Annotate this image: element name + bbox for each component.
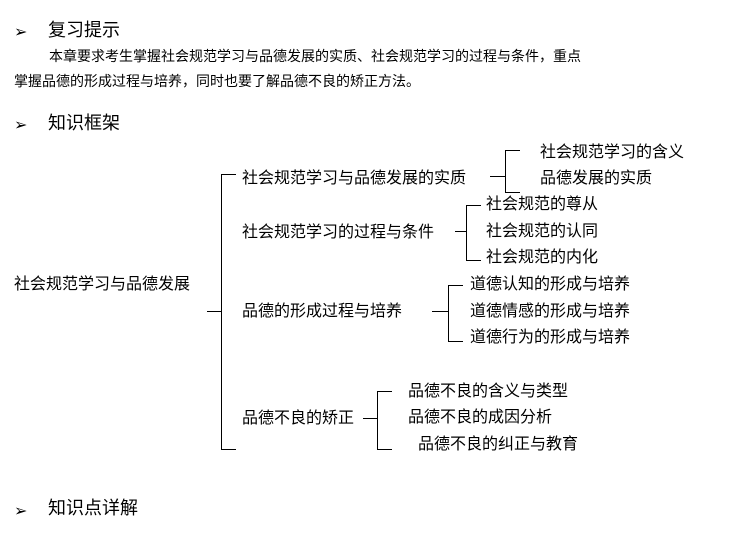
sub-bracket-tick [466, 260, 481, 261]
leaf-node: 道德情感的形成与培养 [470, 301, 631, 320]
root-connector-line [207, 311, 222, 312]
sub-bracket-spine [466, 205, 467, 261]
branch-node: 社会规范学习的过程与条件 [242, 222, 435, 241]
main-bracket-spine [221, 174, 222, 450]
leaf-node: 品德不良的成因分析 [408, 407, 553, 426]
sub-bracket-tick [448, 285, 463, 286]
sub-bracket-tick [505, 150, 520, 151]
branch-connector-line [490, 176, 505, 177]
section-title-framework: 知识框架 [48, 113, 120, 134]
sub-bracket-tick [466, 205, 481, 206]
main-bracket-tick [221, 174, 236, 175]
main-bracket-tick [221, 449, 236, 450]
sub-bracket-tick [448, 341, 463, 342]
leaf-node: 社会规范的内化 [486, 247, 599, 266]
sub-bracket-tick [505, 192, 520, 193]
leaf-node: 品德不良的纠正与教育 [418, 434, 579, 453]
leaf-node: 社会规范的尊从 [486, 194, 599, 213]
arrow-bullet-icon: ➢ [14, 22, 28, 41]
arrow-bullet-icon: ➢ [14, 501, 28, 520]
branch-node: 社会规范学习与品德发展的实质 [242, 168, 467, 187]
sub-bracket-tick [377, 391, 392, 392]
section-title-details: 知识点详解 [48, 498, 138, 519]
leaf-node: 道德认知的形成与培养 [470, 274, 631, 293]
leaf-node: 道德行为的形成与培养 [470, 327, 631, 346]
section-title-review: 复习提示 [48, 20, 120, 41]
sub-bracket-tick [377, 449, 392, 450]
tree-root-node: 社会规范学习与品德发展 [14, 274, 191, 293]
branch-node: 品德的形成过程与培养 [242, 301, 403, 320]
branch-connector-line [363, 418, 378, 419]
branch-connector-line [432, 311, 448, 312]
review-paragraph-line-2: 掌握品德的形成过程与培养，同时也要了解品德不良的矫正方法。 [14, 74, 420, 90]
arrow-bullet-icon: ➢ [14, 115, 28, 134]
leaf-node: 品德不良的含义与类型 [408, 381, 569, 400]
leaf-node: 社会规范学习的含义 [540, 142, 685, 161]
sub-bracket-spine [505, 150, 506, 193]
leaf-node: 社会规范的认同 [486, 221, 599, 240]
branch-connector-line [455, 231, 467, 232]
review-paragraph-line-1: 本章要求考生掌握社会规范学习与品德发展的实质、社会规范学习的过程与条件，重点 [49, 49, 581, 65]
branch-node: 品德不良的矫正 [242, 408, 355, 427]
sub-bracket-spine [448, 285, 449, 342]
leaf-node: 品德发展的实质 [540, 168, 653, 187]
sub-bracket-spine [377, 391, 378, 450]
